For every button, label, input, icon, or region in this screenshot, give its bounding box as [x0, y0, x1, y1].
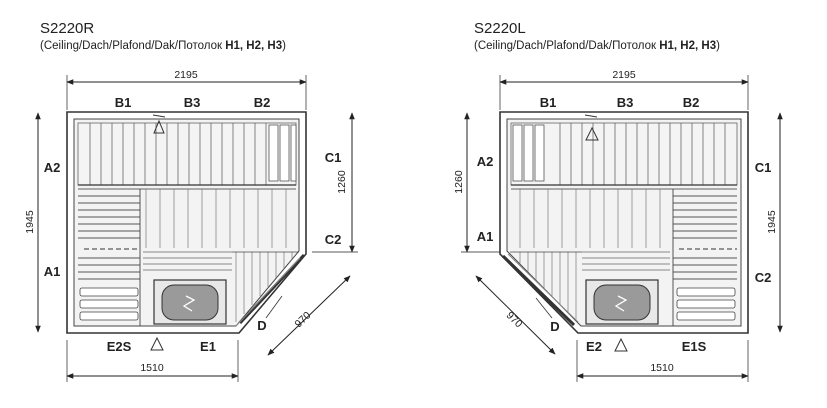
right-duckboard: [676, 287, 736, 321]
left-diagonal-floor: [232, 251, 299, 322]
left-subtitle-bold: H1, H2, H3: [225, 40, 283, 52]
right-label-b1: B1: [540, 95, 557, 110]
left-dim-top: 2195: [174, 69, 198, 81]
left-heater: [153, 279, 227, 325]
left-middle-bench: [145, 189, 287, 248]
left-label-b3: B3: [184, 95, 201, 110]
right-label-e1s: E1S: [682, 339, 707, 354]
left-label-c2: C2: [325, 232, 342, 247]
right-step: [582, 251, 670, 271]
right-headrest: [512, 124, 545, 182]
left-subtitle-text: (Ceiling/Dach/Plafond/Dak/Потолок: [40, 40, 226, 52]
left-headrest: [268, 124, 297, 182]
right-dim-right: 1945: [766, 210, 778, 234]
right-subtitle-bold: H1, H2, H3: [659, 40, 717, 52]
left-label-d: D: [257, 318, 266, 333]
left-dim-right: 1260: [336, 170, 348, 194]
left-label-e2s: E2S: [107, 339, 132, 354]
left-label-a1: A1: [44, 264, 61, 279]
right-dim-diag: 970: [504, 309, 525, 330]
right-heater: [585, 279, 659, 325]
right-dim-bottom: 1510: [650, 362, 674, 374]
left-vent-bottom-icon: [150, 336, 164, 351]
right-diagonal-floor: [510, 251, 582, 320]
left-subtitle: (Ceiling/Dach/Plafond/Dak/Потолок H1, H2…: [40, 40, 286, 52]
right-label-c2: C2: [755, 270, 772, 285]
right-door: [501, 254, 576, 327]
left-label-a2: A2: [44, 160, 61, 175]
left-dim-left: 1945: [24, 210, 36, 234]
right-label-a1: A1: [477, 229, 494, 244]
left-dim-diag-line: [267, 275, 351, 356]
left-dim-bottom: 1510: [140, 362, 164, 374]
right-vent-icon: [585, 126, 599, 141]
left-subtitle-end: ): [282, 40, 286, 52]
right-subtitle: (Ceiling/Dach/Plafond/Dak/Потолок H1, H2…: [474, 40, 720, 52]
right-upper-bench: [510, 122, 738, 190]
right-label-c1: C1: [755, 160, 772, 175]
right-dim-diag-line: [475, 275, 556, 355]
left-plan: 2195 1945 1260 1510 970: [24, 69, 358, 382]
right-label-b2: B2: [683, 95, 700, 110]
right-label-d: D: [550, 319, 559, 334]
left-label-c1: C1: [325, 150, 342, 165]
left-upper-bench: [77, 122, 297, 190]
right-label-b3: B3: [617, 95, 634, 110]
right-plan: 2195 1260 1945 1510 970: [453, 69, 783, 382]
left-duckboard: [79, 287, 139, 321]
left-label-b2: B2: [254, 95, 271, 110]
right-dim-top: 2195: [612, 69, 636, 81]
right-subtitle-text: (Ceiling/Dach/Plafond/Dak/Потолок: [474, 40, 660, 52]
left-door: [238, 253, 306, 325]
left-step: [143, 251, 232, 271]
left-vent-icon: [153, 119, 165, 134]
left-lower-bench: [78, 189, 141, 326]
left-dim-diag: 970: [292, 309, 313, 330]
left-label-e1: E1: [200, 339, 216, 354]
right-subtitle-end: ): [716, 40, 720, 52]
right-vent-bottom-icon: [614, 337, 628, 352]
right-label-a2: A2: [477, 154, 494, 169]
right-middle-bench: [519, 189, 661, 248]
left-label-b1: B1: [115, 95, 132, 110]
left-title: S2220R: [40, 20, 95, 37]
right-title: S2220L: [474, 20, 526, 37]
right-dim-left: 1260: [453, 170, 465, 194]
right-lower-bench: [672, 189, 737, 326]
right-label-e2: E2: [586, 339, 602, 354]
